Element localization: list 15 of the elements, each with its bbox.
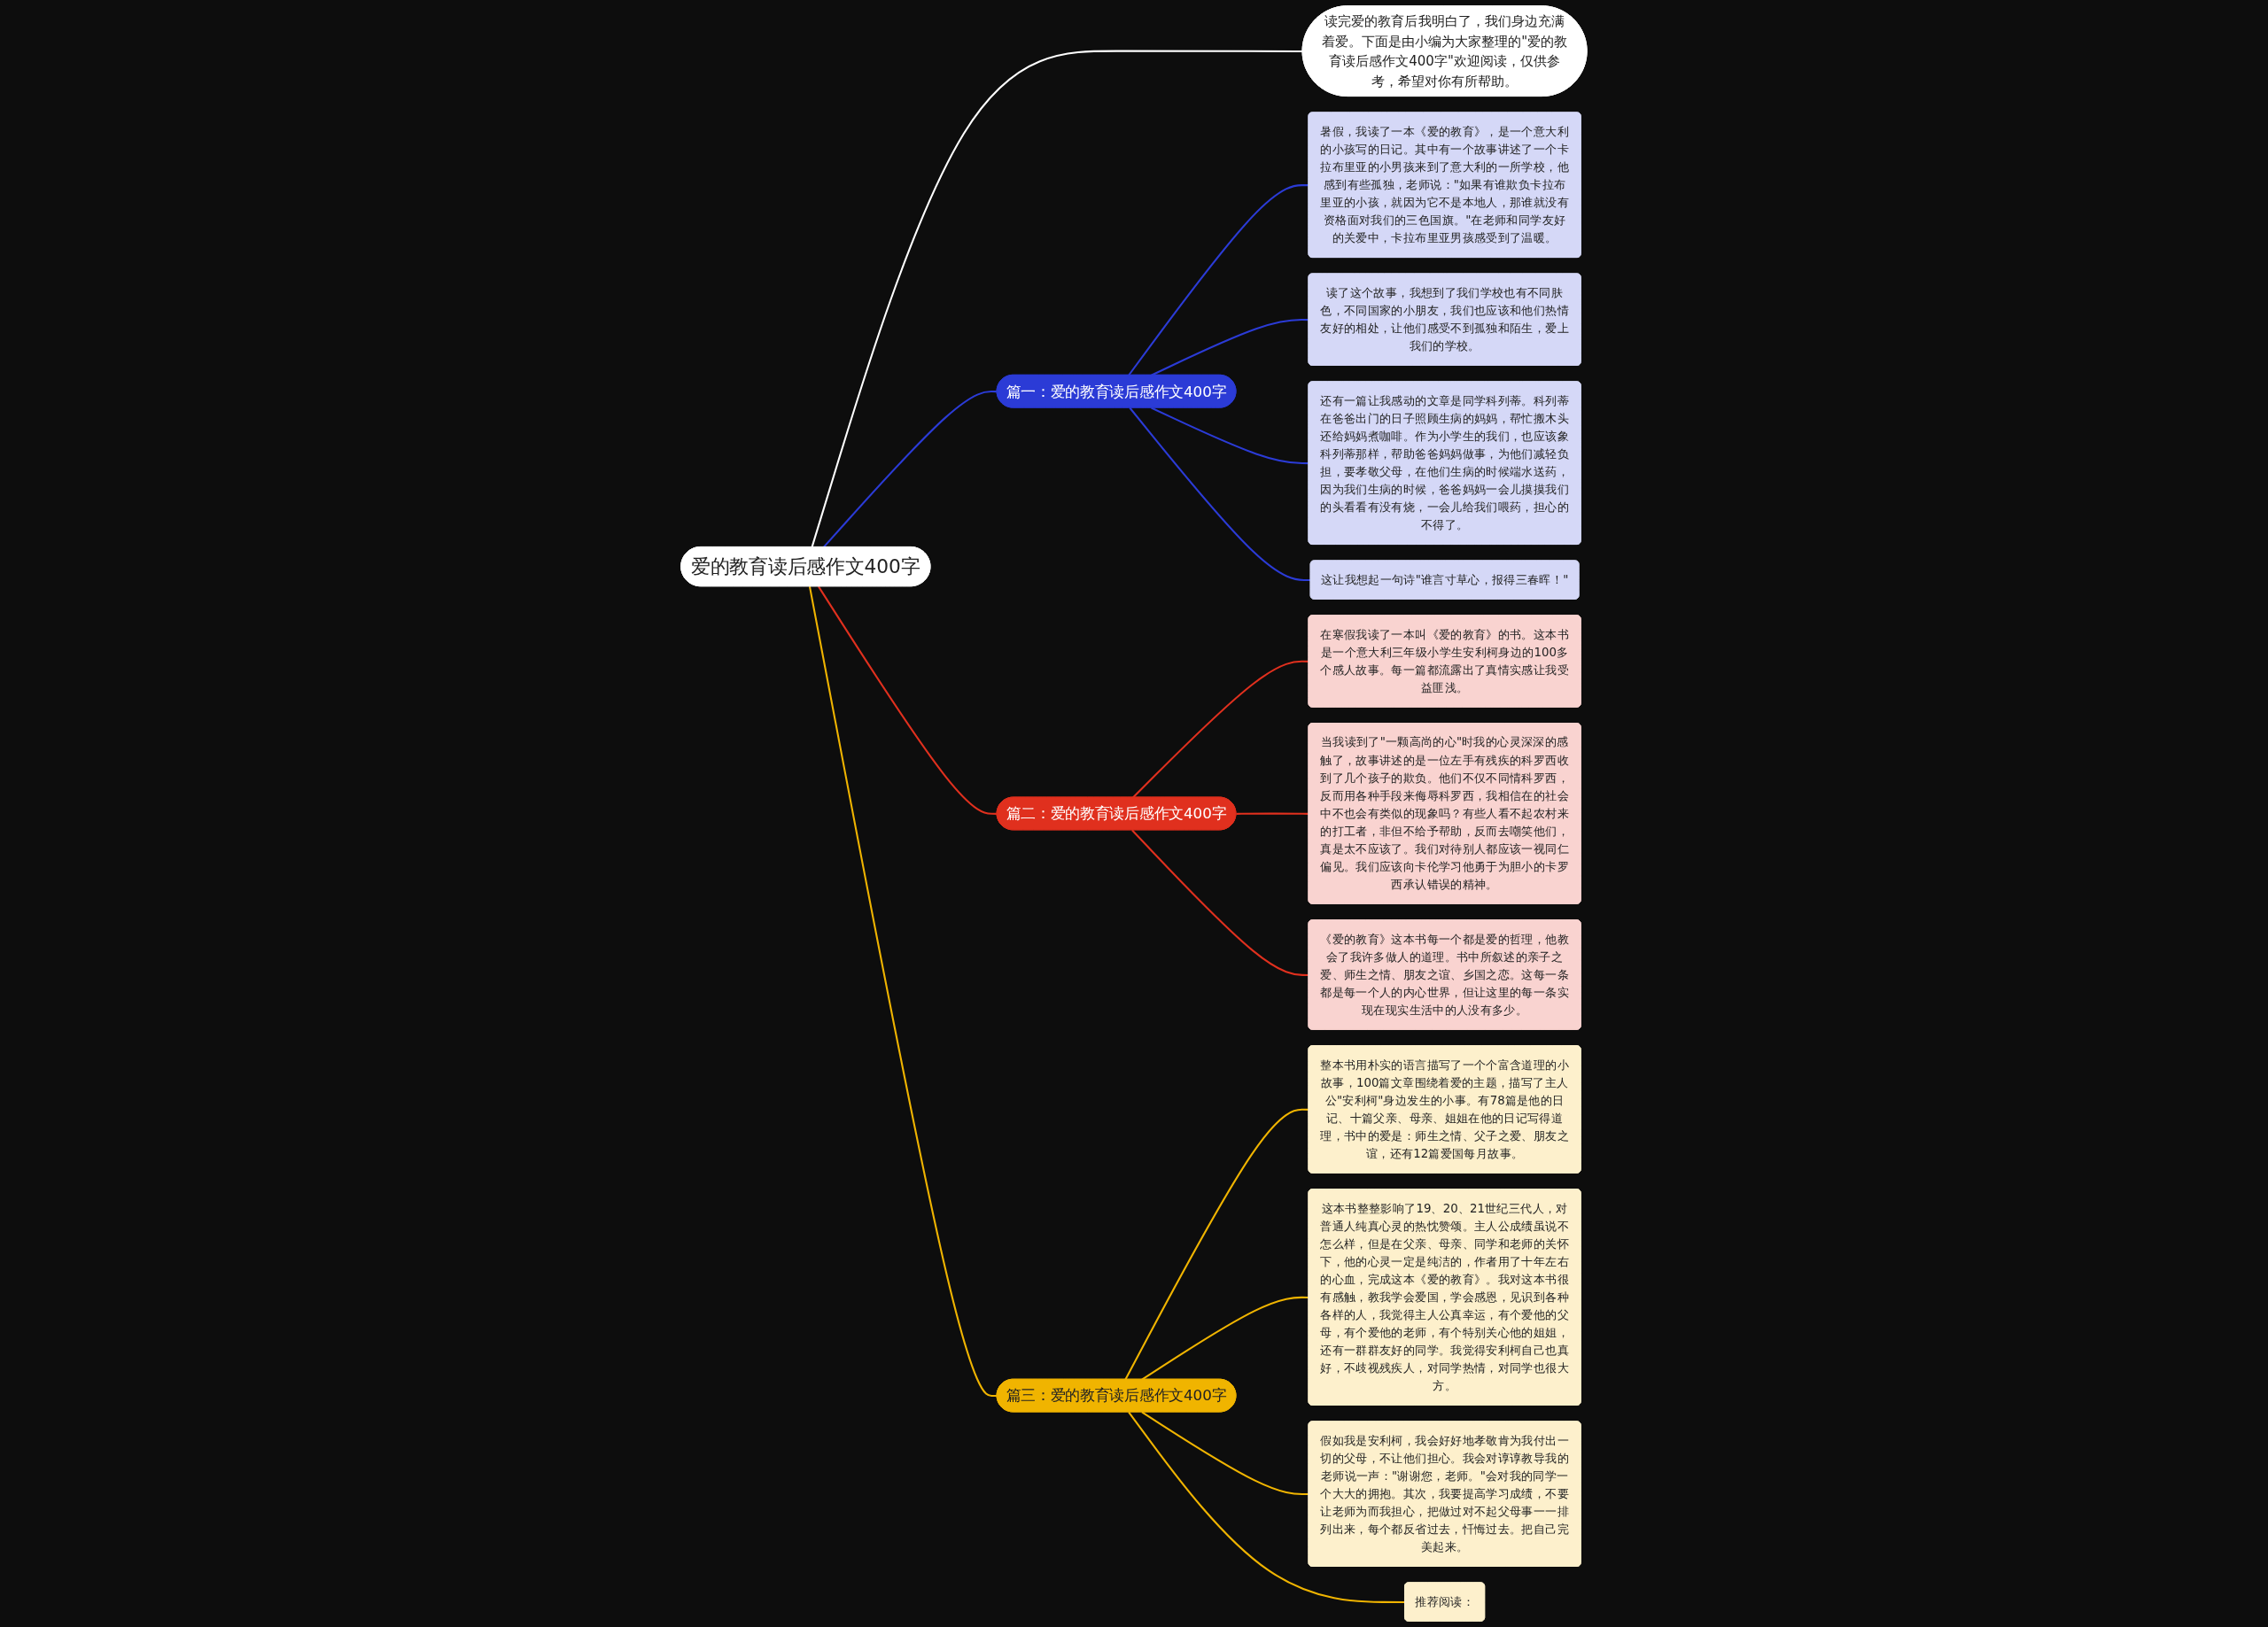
connector bbox=[1128, 184, 1309, 376]
connector bbox=[1131, 829, 1309, 976]
connector bbox=[823, 391, 998, 548]
connector bbox=[818, 585, 998, 815]
connector bbox=[811, 50, 1303, 548]
connector bbox=[1236, 812, 1309, 815]
connector bbox=[1132, 660, 1309, 799]
connector bbox=[1141, 1411, 1309, 1496]
connector bbox=[1124, 1108, 1309, 1381]
connector bbox=[1129, 407, 1311, 582]
connector bbox=[1128, 1411, 1406, 1604]
connector bbox=[1141, 1296, 1309, 1381]
connector bbox=[809, 585, 998, 1398]
connector bbox=[1151, 407, 1309, 465]
connector bbox=[1151, 319, 1309, 376]
